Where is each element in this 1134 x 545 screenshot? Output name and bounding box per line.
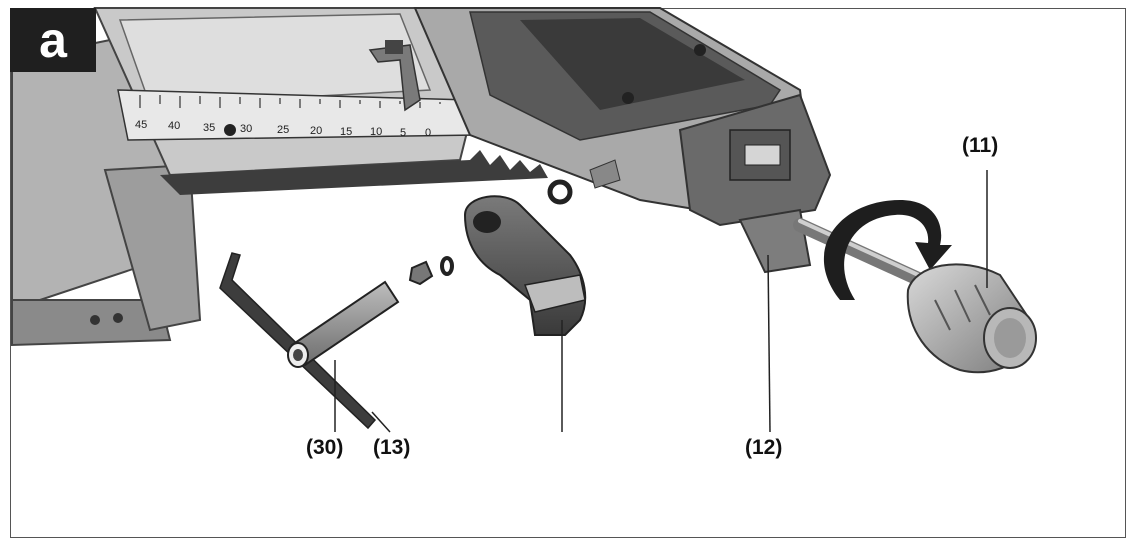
scale-number: 20 [310,125,322,137]
scale-number: 25 [277,124,289,136]
scale-number: 0 [425,127,431,139]
allen-key [219,252,377,430]
leader-lines [334,170,988,433]
socket-wrench [287,280,400,368]
callout-12: (12) [745,436,783,459]
scale-number: 45 [135,119,147,131]
callout-11: (11) [962,134,999,157]
scale-number: 40 [168,120,180,132]
miter-scale: 45 40 35 30 25 20 15 10 5 0 [135,119,431,139]
scale-number: 5 [400,127,406,139]
threaded-rod [793,218,932,289]
scale-number: 30 [240,123,252,135]
scale-number: 35 [203,122,215,134]
panel-label: a [10,8,96,72]
scale-number: 15 [340,126,352,138]
callout-30: (30) [306,436,344,459]
lever-handle [463,195,587,336]
extension-arm [413,7,832,274]
callout-13: (13) [373,436,411,459]
clamping-knob [906,263,1037,374]
rotation-arrow-icon [823,200,952,300]
nut-and-washer [408,256,454,286]
scale-number: 10 [370,126,382,138]
